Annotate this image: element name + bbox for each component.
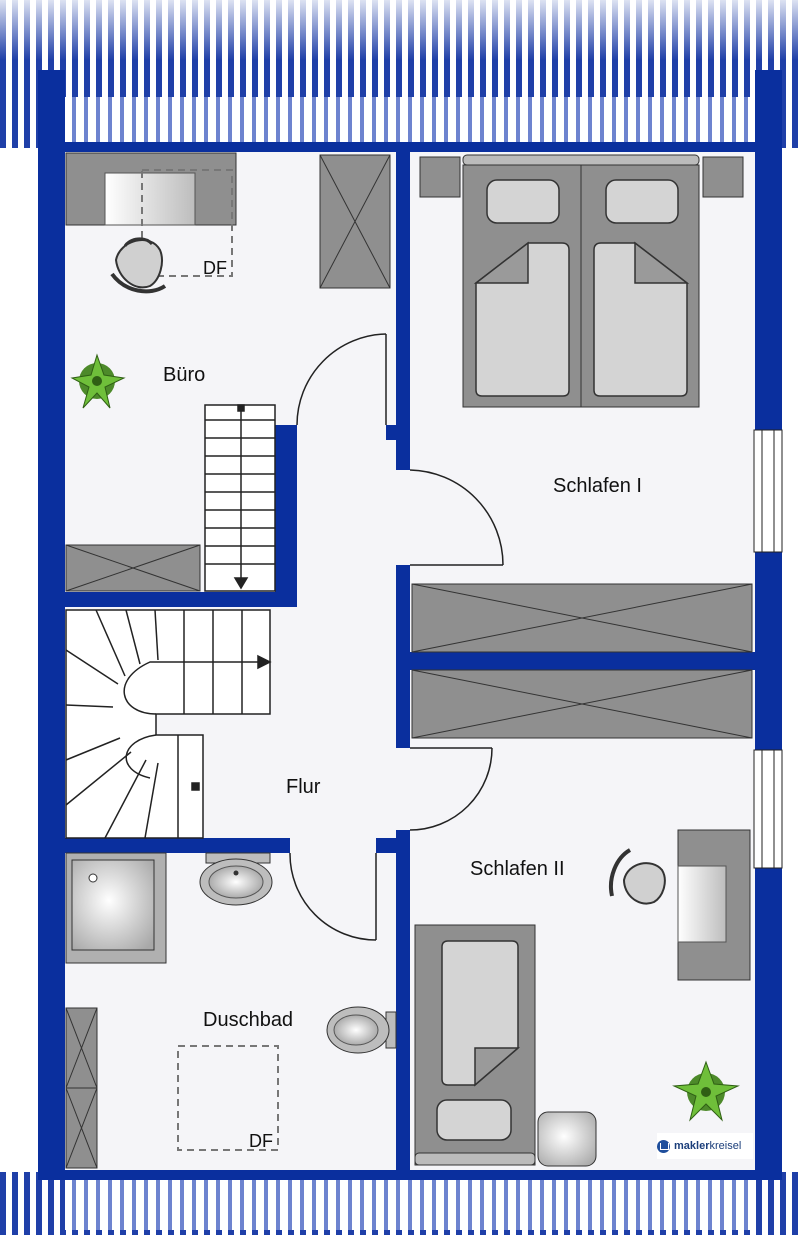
sink [199, 852, 273, 906]
door-duschbad [289, 852, 377, 941]
door-schlafen2 [409, 747, 493, 831]
interior-walls [60, 148, 758, 1175]
room-label-schlafen1: Schlafen I [553, 475, 642, 497]
bed-schlafen1 [419, 154, 744, 408]
door-schlafen1 [409, 469, 504, 566]
door-buero [296, 333, 387, 426]
brand-logo: maklerkreisel [657, 1133, 753, 1159]
shower [65, 852, 167, 964]
wardrobe-schlafen2 [411, 669, 753, 739]
logo-text-regular: kreisel [709, 1140, 742, 1152]
room-label-buero: Büro [163, 364, 206, 386]
desk-buero [65, 152, 237, 226]
desk-schlafen2 [677, 829, 751, 981]
toilet [326, 1006, 397, 1054]
skylight-duschbad [177, 1045, 279, 1151]
wardrobe-schlafen1 [411, 583, 753, 653]
cabinet-buero-bottom [65, 544, 201, 592]
room-label-flur: Flur [286, 776, 321, 798]
chair-schlafen2 [609, 848, 666, 905]
chair-buero [110, 237, 167, 294]
plant-schlafen2 [672, 1060, 740, 1122]
roof-slope-top [0, 0, 800, 148]
nightstand-schlafen2 [537, 1111, 597, 1167]
room-label-schlafen2: Schlafen II [470, 858, 565, 880]
bed-schlafen2 [414, 924, 536, 1166]
logo-text: maklerkreisel [674, 1140, 741, 1152]
room-label-duschbad: Duschbad [203, 1009, 294, 1031]
skylight-label-buero: DF [203, 258, 227, 278]
stairs-buero [204, 404, 276, 592]
wardrobe-buero-top [319, 154, 391, 289]
window-schlafen1 [753, 429, 783, 553]
stairs-flur [65, 609, 272, 839]
skylight-buero [141, 169, 233, 277]
cabinet-duschbad [65, 1007, 98, 1169]
house-icon [657, 1139, 670, 1153]
roof-slope-bottom [0, 1172, 800, 1235]
window-schlafen2 [753, 749, 783, 869]
skylight-label-duschbad: DF [249, 1131, 273, 1151]
plant-buero [70, 353, 126, 409]
logo-text-bold: makler [674, 1140, 710, 1152]
